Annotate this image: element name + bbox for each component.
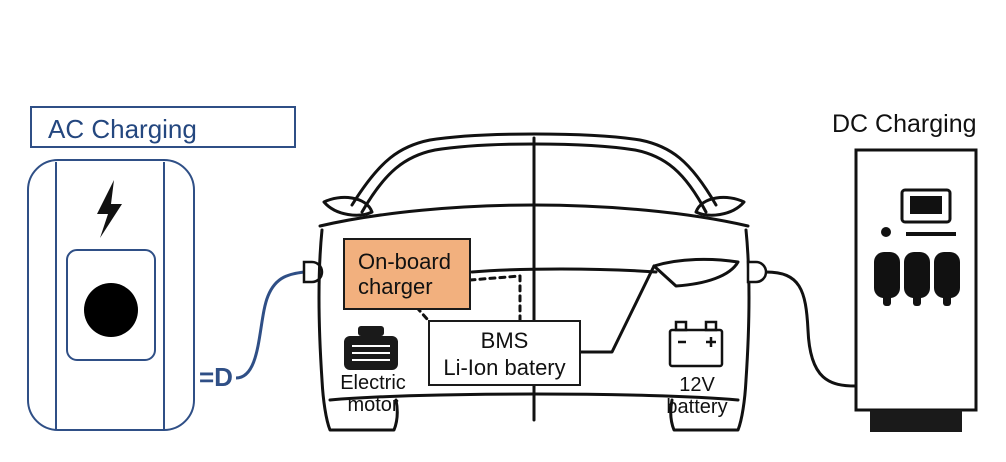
- electric-motor-label-line1: Electric: [340, 372, 406, 394]
- onboard-charger-label-line2: charger: [358, 274, 433, 299]
- ac-wallbox: [27, 159, 195, 431]
- ac-charging-title: AC Charging: [30, 106, 296, 148]
- ac-inlet-plug-icon: [302, 260, 324, 284]
- car-battery-icon: [668, 320, 724, 368]
- socket-icon: [66, 249, 156, 361]
- ac-plug-icon: =D: [199, 362, 233, 392]
- dc-cable: [765, 270, 857, 388]
- bms-box: BMS Li-Ion batery: [428, 320, 581, 386]
- dc-charging-title: DC Charging: [832, 110, 977, 138]
- electric-motor-label: Electric motor: [328, 372, 418, 416]
- engine-icon: [344, 326, 398, 370]
- dc-connector-icons: [874, 252, 960, 306]
- ac-cable: [235, 270, 305, 380]
- bms-label-line2: Li-Ion batery: [443, 355, 566, 380]
- electric-motor-label-line2: motor: [347, 394, 399, 416]
- lightning-icon: [97, 180, 122, 238]
- bms-label-line1: BMS: [480, 328, 529, 353]
- battery-12v-label-line2: battery: [666, 396, 728, 418]
- onboard-charger-box: On-board charger: [343, 238, 471, 310]
- dc-inlet-plug-icon: [746, 260, 768, 284]
- battery-12v-label-line1: 12V: [679, 374, 715, 396]
- battery-12v-label: 12V battery: [652, 374, 742, 418]
- onboard-charger-label-line1: On-board: [358, 249, 451, 274]
